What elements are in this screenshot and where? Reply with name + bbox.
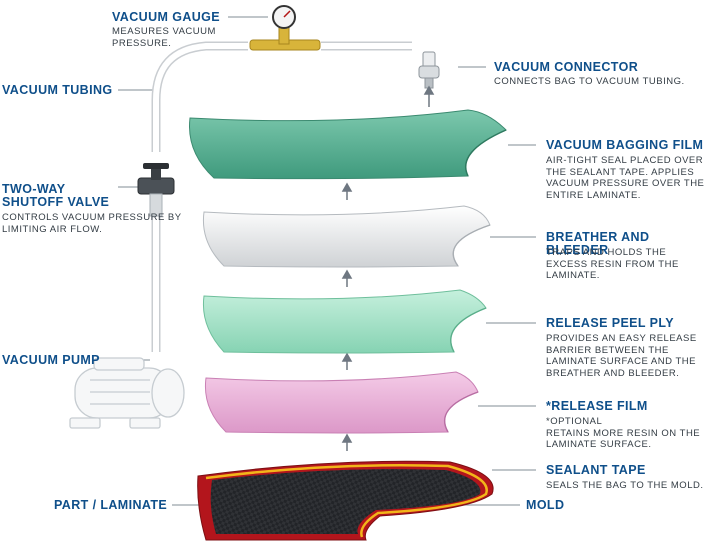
- mold-title: MOLD: [526, 498, 565, 512]
- breather-desc: TRAPS AND HOLDS THE EXCESS RESIN FROM TH…: [546, 247, 679, 281]
- sealant-tape-title: SEALANT TAPE: [546, 463, 646, 477]
- vacuum-tubing-title: VACUUM TUBING: [2, 83, 113, 97]
- sealant-tape-desc: SEALS THE BAG TO THE MOLD.: [546, 480, 704, 491]
- mold-assembly: [197, 460, 494, 541]
- peel-ply-desc: PROVIDES AN EASY RELEASE BARRIER BETWEEN…: [546, 333, 697, 379]
- release-film-title: *RELEASE FILM: [546, 399, 648, 413]
- release-peel-ply-layer: [202, 289, 487, 354]
- shutoff-valve-title: TWO-WAY SHUTOFF VALVE: [2, 182, 110, 209]
- breather-bleeder-layer: [202, 205, 491, 268]
- part-laminate-surface: [210, 469, 481, 534]
- vacuum-pump-title: VACUUM PUMP: [2, 353, 100, 367]
- release-film-desc: *OPTIONAL RETAINS MORE RESIN ON THE LAMI…: [546, 416, 701, 450]
- vacuum-connector-icon: [418, 51, 440, 89]
- bagging-film-desc: AIR-TIGHT SEAL PLACED OVER THE SEALANT T…: [546, 155, 705, 201]
- vacuum-tubing: [151, 41, 412, 352]
- vacuum-gauge-title: VACUUM GAUGE: [112, 10, 221, 24]
- sealant-tape-strip: [205, 463, 488, 538]
- vacuum-connector-desc: CONNECTS BAG TO VACUUM TUBING.: [494, 76, 685, 87]
- bagging-film-title: VACUUM BAGGING FILM: [546, 138, 704, 152]
- vacuum-pump-icon: [69, 357, 185, 429]
- vacuum-gauge-desc: MEASURES VACUUM PRESSURE.: [112, 26, 216, 49]
- flow-arrows: [341, 85, 435, 451]
- shutoff-valve-icon: [137, 163, 175, 217]
- vacuum-gauge-icon: [249, 5, 321, 51]
- vacuum-connector-title: VACUUM CONNECTOR: [494, 60, 639, 74]
- part-laminate-title: PART / LAMINATE: [54, 498, 168, 512]
- breather-title: BREATHER AND BLEEDER: [546, 230, 650, 257]
- release-film-layer: [204, 371, 479, 434]
- vacuum-bagging-film-layer: [189, 109, 507, 180]
- peel-ply-title: RELEASE PEEL PLY: [546, 316, 674, 330]
- shutoff-valve-desc: CONTROLS VACUUM PRESSURE BY LIMITING AIR…: [2, 212, 182, 235]
